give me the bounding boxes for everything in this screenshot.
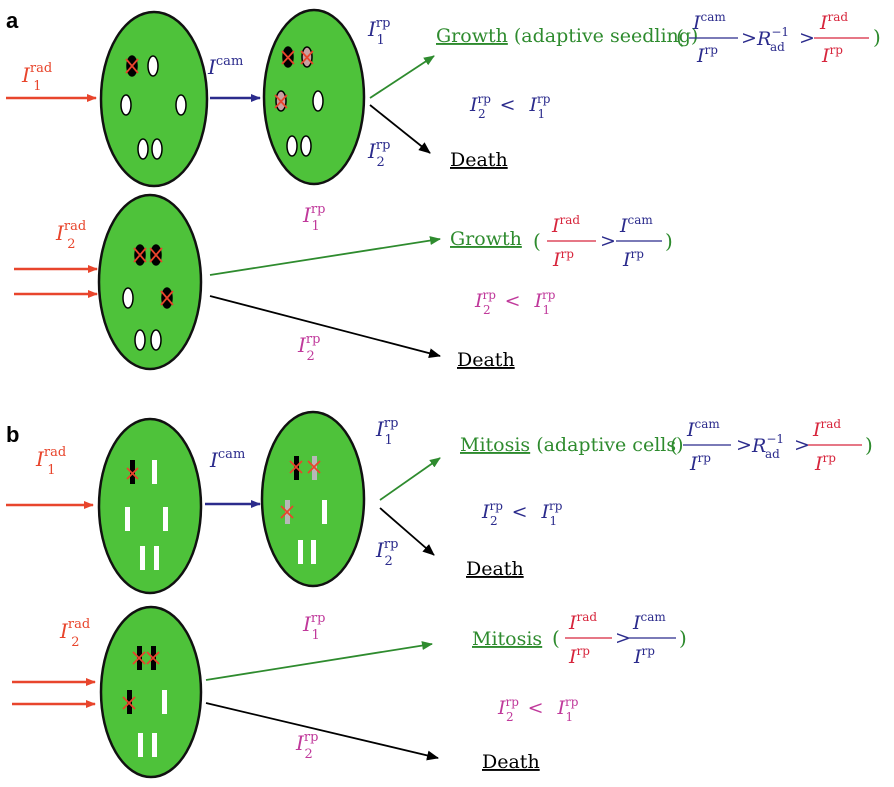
svg-text:>: >	[741, 27, 757, 49]
svg-text:Icam: Icam	[632, 610, 666, 634]
svg-text:Icam: Icam	[619, 213, 653, 237]
svg-text:Irad: Irad	[819, 10, 848, 34]
svg-text:(: (	[670, 433, 678, 457]
chromosome-bars-adapted	[280, 456, 327, 564]
chromosome-bars	[125, 460, 168, 570]
damage-cross	[274, 50, 314, 109]
svg-text:(: (	[676, 25, 684, 49]
svg-text:Icam: Icam	[692, 10, 726, 34]
svg-text:Irp: Irp	[821, 43, 843, 67]
damage-cross	[126, 467, 139, 480]
cell-adapted	[260, 410, 366, 588]
svg-text:): )	[665, 229, 673, 253]
death-arrow	[379, 507, 435, 556]
nuclei-dots-adapted	[274, 46, 324, 157]
camouflage-label: Icam	[209, 447, 245, 472]
outcome-label: Growth	[450, 228, 522, 250]
svg-text:>: >	[736, 434, 752, 456]
mitosis-arrow	[379, 457, 441, 501]
death-arrow	[205, 702, 439, 761]
cell	[99, 605, 203, 779]
death-label: Death	[450, 149, 508, 171]
svg-text:): )	[873, 25, 881, 49]
chromosome-bars	[122, 646, 167, 757]
damage-cross	[133, 247, 174, 306]
svg-text:Irad: Irad	[568, 610, 597, 634]
cell	[97, 193, 203, 371]
svg-text:>: >	[615, 627, 631, 649]
svg-text:): )	[865, 433, 873, 457]
damage-cross	[280, 460, 321, 519]
damage-cross	[125, 58, 139, 74]
camouflage-label: Icam	[207, 54, 243, 79]
growth-arrow	[369, 55, 435, 99]
death-arrow	[209, 295, 441, 359]
outcome-note: (adaptive cells)	[536, 434, 683, 456]
growth-arrow	[209, 236, 441, 276]
svg-text:Icam: Icam	[686, 417, 720, 441]
damage-cross	[122, 651, 160, 710]
svg-text:Irp: Irp	[552, 247, 574, 271]
death-label: Death	[482, 751, 540, 773]
svg-text:(: (	[533, 229, 541, 253]
svg-text:Irp: Irp	[696, 43, 718, 67]
death-label: Death	[457, 349, 515, 371]
panel-a-letter: a	[6, 8, 19, 33]
svg-text:>: >	[600, 230, 616, 252]
outcome-label: Mitosis	[460, 434, 530, 456]
svg-text:(: (	[552, 626, 560, 650]
svg-text:R−1ad: R−1ad	[751, 432, 784, 461]
cell-left	[97, 417, 203, 595]
death-label: Death	[466, 558, 524, 580]
death-arrow	[369, 104, 431, 154]
svg-text:>: >	[794, 434, 810, 456]
svg-text:Irp: Irp	[622, 247, 644, 271]
svg-text:Irp: Irp	[633, 644, 655, 668]
outcome-note: (adaptive seedling)	[514, 25, 699, 47]
outcome-label: Growth	[436, 25, 508, 47]
svg-text:R−1ad: R−1ad	[756, 25, 789, 54]
svg-text:Irp: Irp	[568, 644, 590, 668]
svg-text:Irad: Irad	[812, 417, 841, 441]
outcome-label: Mitosis	[472, 628, 542, 650]
svg-text:Irp: Irp	[689, 451, 711, 475]
adaptation-formula: ( Irad Irp > Icam Irp )	[552, 610, 687, 668]
nuclei-dots	[122, 244, 174, 351]
panel-b-letter: b	[6, 422, 19, 447]
cell-left	[99, 10, 209, 188]
svg-text:>: >	[799, 27, 815, 49]
outcome-text: Growth (adaptive seedling)	[436, 25, 698, 47]
outcome-text: Mitosis (adaptive cells)	[460, 434, 684, 456]
svg-text:): )	[679, 626, 687, 650]
mitosis-arrow	[205, 641, 433, 681]
adaptation-formula: ( Irad Irp > Icam Irp )	[533, 213, 673, 271]
nuclei-dots	[120, 55, 187, 160]
svg-text:Irp: Irp	[814, 451, 836, 475]
svg-text:Irad: Irad	[551, 213, 580, 237]
